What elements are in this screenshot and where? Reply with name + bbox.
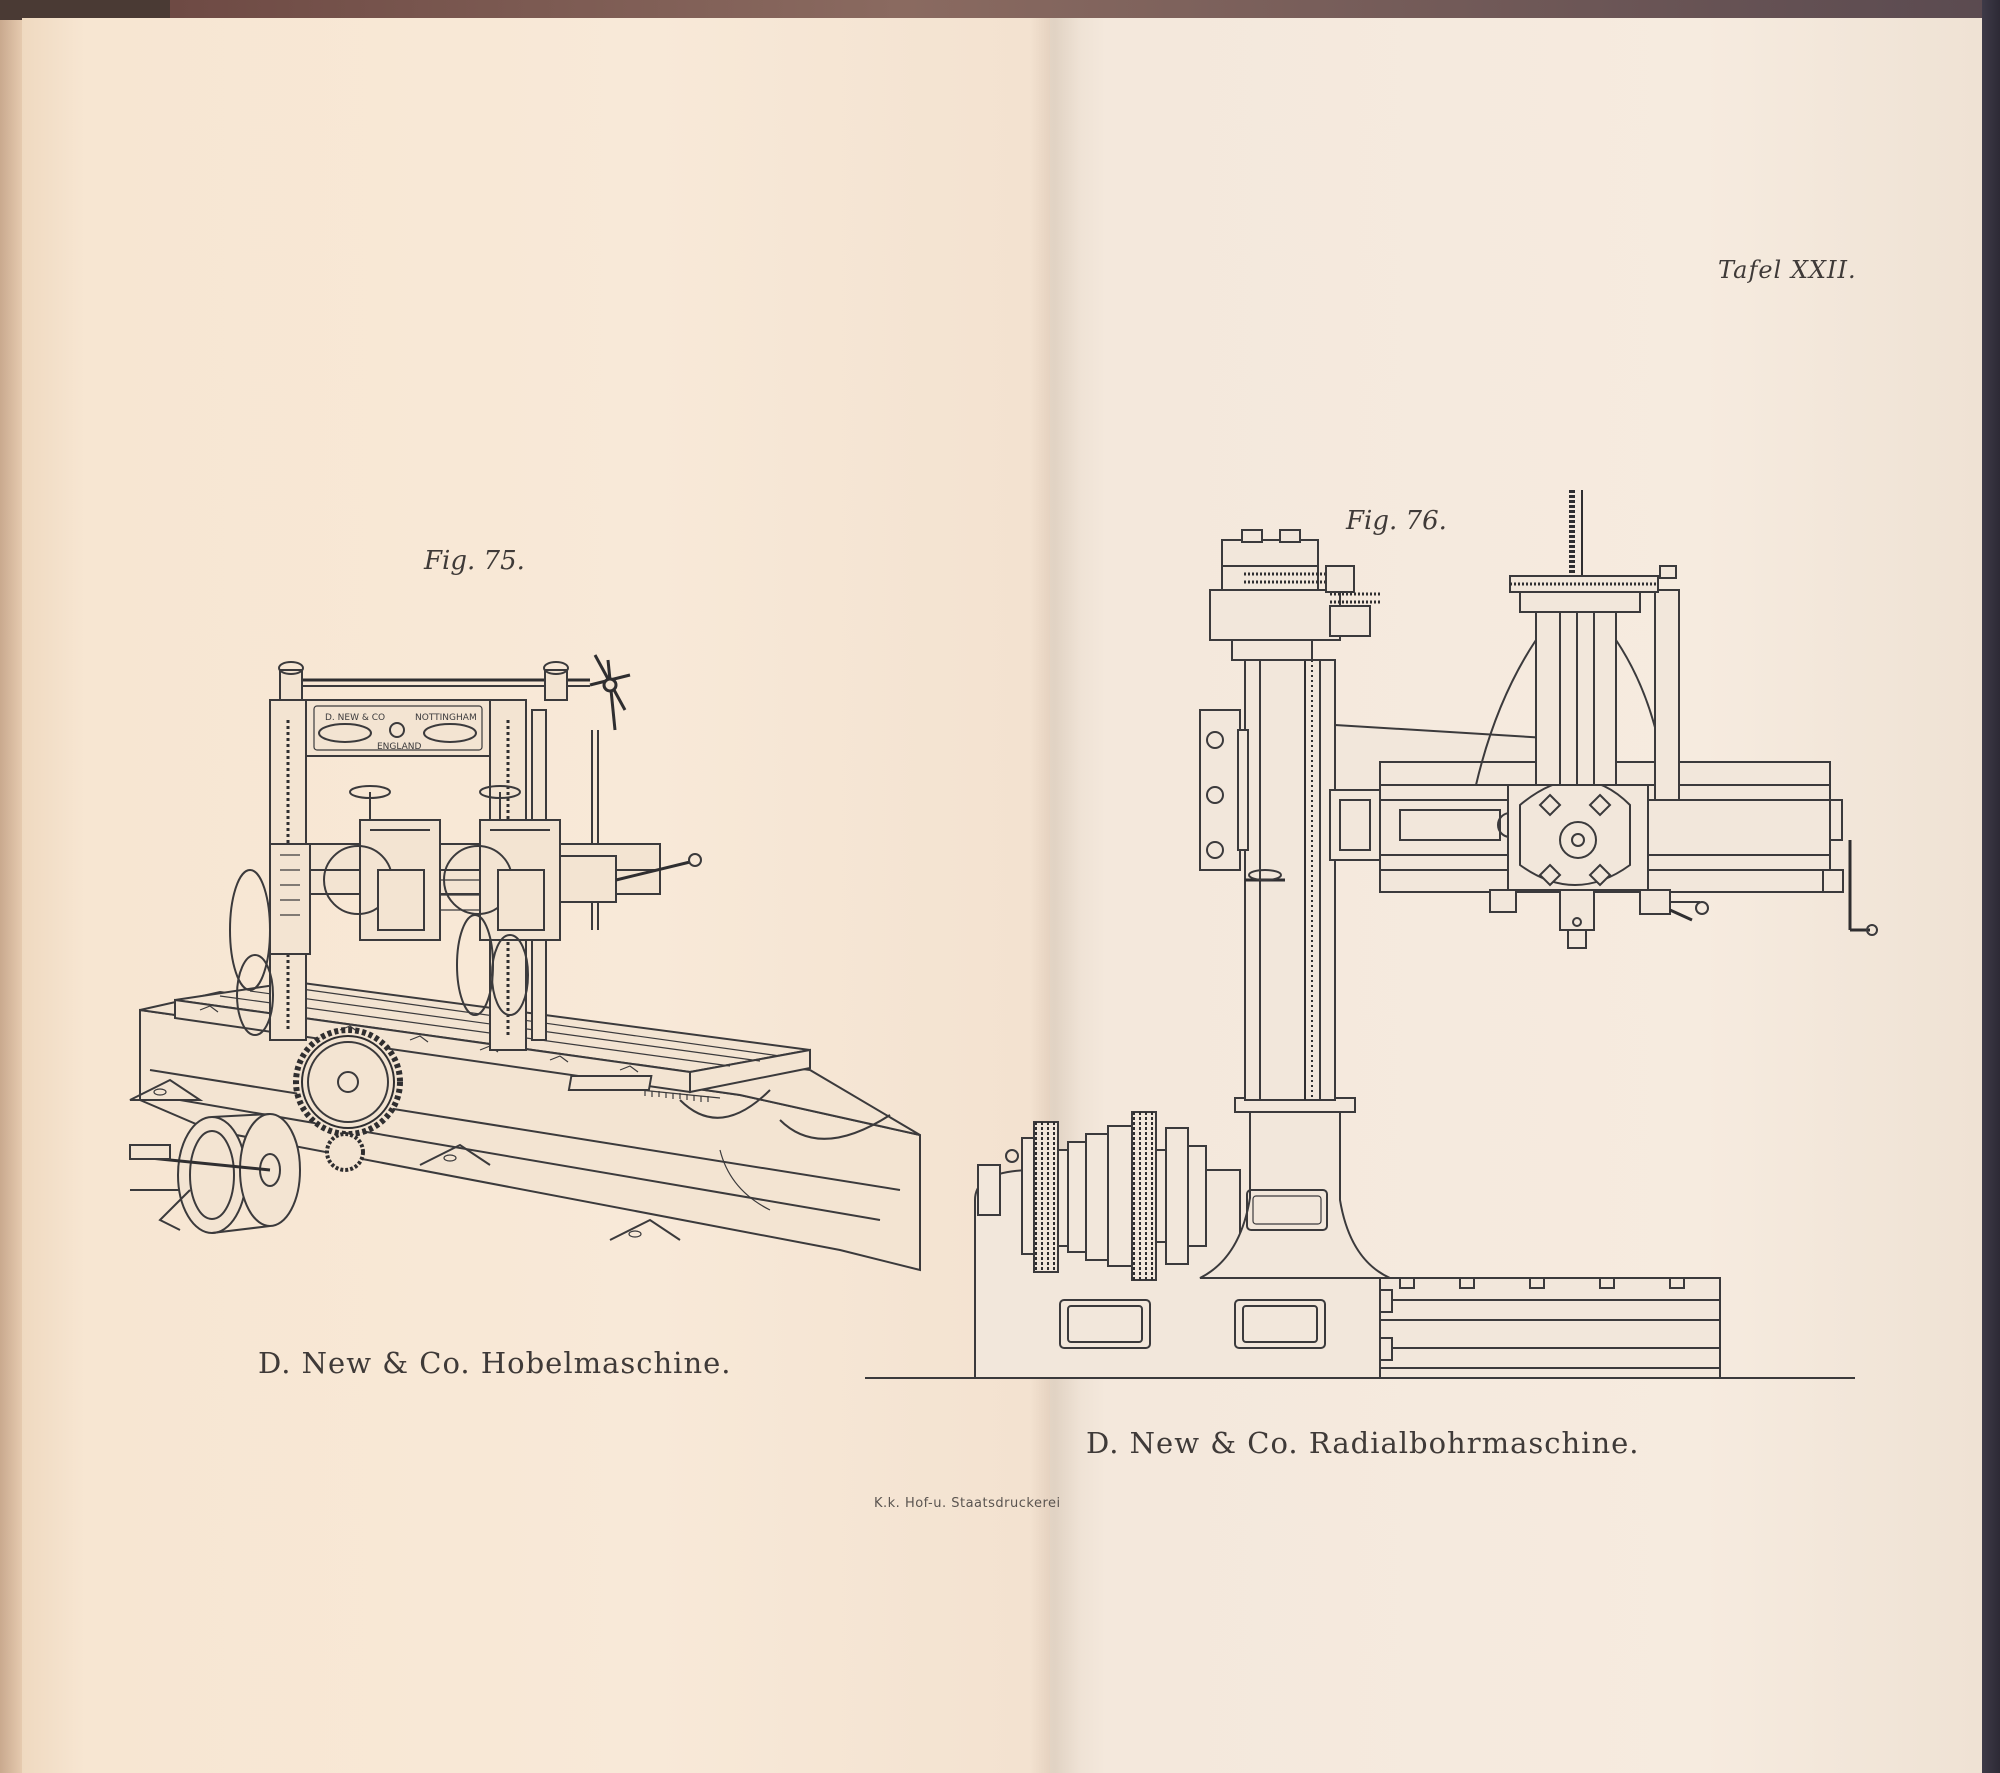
book-gutter [1030, 18, 1080, 1773]
tool-head-right [443, 785, 561, 941]
drive-pulley-icon [129, 1113, 301, 1234]
spindle-screw-icon [1569, 490, 1583, 590]
top-handwheel-icon [589, 654, 631, 731]
nameplate-line2: NOTTINGHAM [415, 713, 477, 723]
cone-pulley-icon [1021, 1111, 1207, 1281]
drive-gear-icon [293, 1027, 403, 1137]
fig76-caption: D. New & Co. Radialbohrmaschine. [1086, 1426, 1640, 1460]
fig75-label: Fig. 75. [424, 546, 525, 576]
printer-imprint: K.k. Hof-u. Staatsdruckerei [874, 1496, 1061, 1511]
book-edge-left [0, 20, 24, 1773]
fig75-caption: D. New & Co. Hobelmaschine. [258, 1346, 732, 1380]
tool-head-left [323, 785, 441, 941]
radial-drilling-machine-illustration [865, 490, 1878, 1379]
book-edge-right [1982, 0, 2000, 1773]
fig76-label: Fig. 76. [1346, 506, 1447, 536]
book-edge-top [170, 0, 2000, 22]
top-gears-icon [1244, 572, 1380, 604]
gear-teeth-icon [1035, 1112, 1153, 1280]
top-crossbeam [305, 699, 491, 757]
nameplate-line3: ENGLAND [377, 742, 422, 752]
nameplate-line1: D. NEW & CO [325, 713, 385, 723]
plate-label: Tafel XXII. [1718, 256, 1857, 284]
planing-machine-illustration: D. NEW & CO NOTTINGHAM ENGLAND [129, 654, 921, 1272]
